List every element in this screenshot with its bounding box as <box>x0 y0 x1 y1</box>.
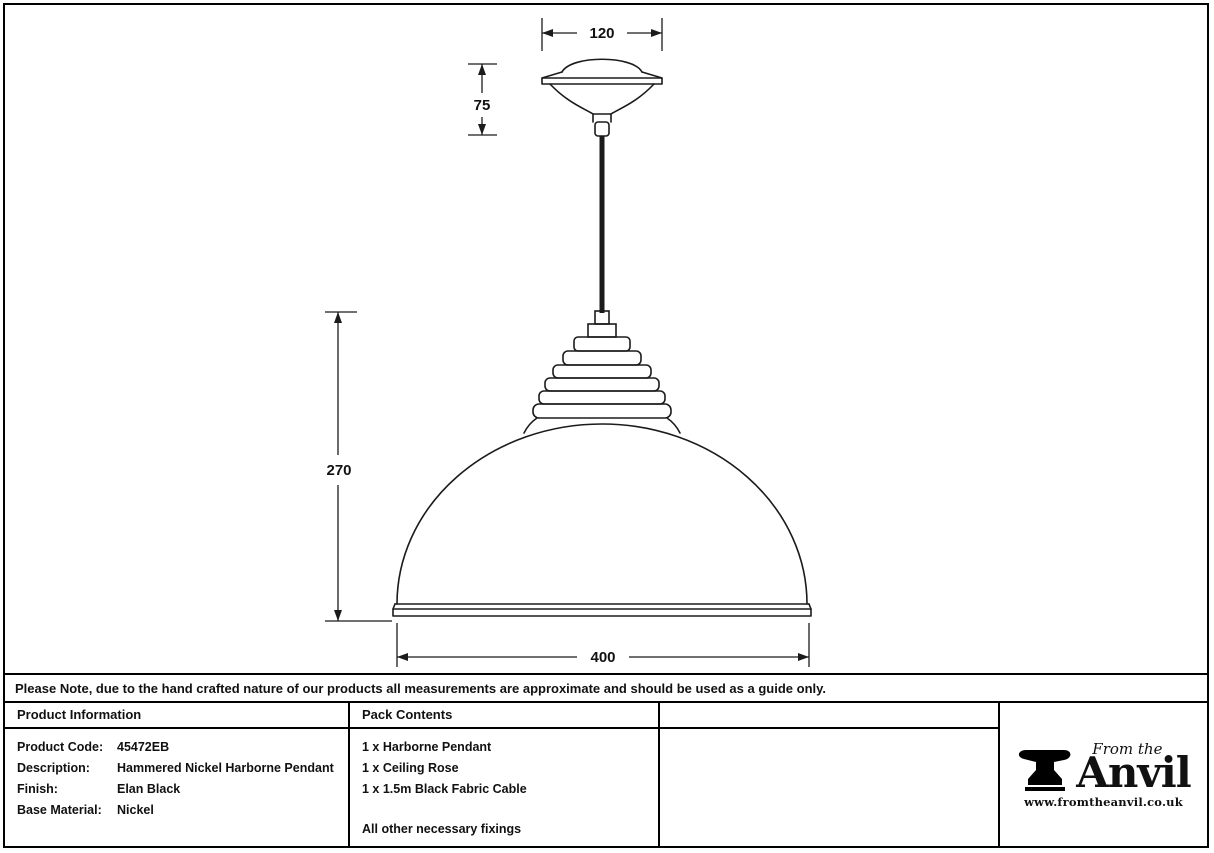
pack-item: 1 x Harborne Pendant <box>362 740 492 754</box>
technical-drawing: 120 75 270 <box>5 5 1207 673</box>
product-code-value: 45472EB <box>117 740 170 754</box>
measurement-note-text: Please Note, due to the hand crafted nat… <box>15 680 826 696</box>
product-info-header: Product Information <box>5 703 350 729</box>
dimension-rose-height-label: 75 <box>474 97 491 114</box>
brand-logo-cell: From the Anvil www.fromtheanvil.co.uk <box>1000 703 1207 846</box>
dimension-rose-height: 75 <box>468 63 497 136</box>
dimension-rose-width-label: 120 <box>589 25 614 42</box>
product-info-row: Description: Hammered Nickel Harborne Pe… <box>17 758 348 779</box>
empty-column-cell <box>660 729 1000 846</box>
product-info-row: Product Code: 45472EB <box>17 737 348 758</box>
description-value: Hammered Nickel Harborne Pendant <box>117 761 334 775</box>
base-material-value: Nickel <box>117 803 154 817</box>
pendant-drawing-svg: 120 75 270 <box>325 18 812 667</box>
description-label: Description: <box>17 761 90 775</box>
measurement-note-bar: Please Note, due to the hand crafted nat… <box>5 673 1207 703</box>
dimension-rose-width: 120 <box>541 18 663 51</box>
base-material-label: Base Material: <box>17 803 102 817</box>
brand-website: www.fromtheanvil.co.uk <box>1024 795 1183 810</box>
pack-item: 1 x 1.5m Black Fabric Cable <box>362 782 527 796</box>
brand-tagline: From the <box>1092 739 1163 758</box>
dimension-shade-height-label: 270 <box>326 462 351 479</box>
product-info-row: Finish: Elan Black <box>17 779 348 800</box>
pack-contents-body: 1 x Harborne Pendant 1 x Ceiling Rose 1 … <box>350 729 660 846</box>
dimension-shade-width-label: 400 <box>590 649 615 666</box>
ceiling-rose-drawing <box>541 58 663 137</box>
finish-value: Elan Black <box>117 782 181 796</box>
pack-footer: All other necessary fixings <box>362 822 522 836</box>
brand-logo: From the Anvil <box>1016 739 1192 797</box>
empty-column-header <box>660 703 1000 729</box>
pack-item: 1 x Ceiling Rose <box>362 761 459 775</box>
brand-logo-text: From the Anvil <box>1076 739 1191 797</box>
pendant-shade-drawing <box>392 310 812 617</box>
dimension-shade-width: 400 <box>396 623 810 667</box>
brand-name: Anvil <box>1076 747 1191 797</box>
spec-sheet-page: 120 75 270 <box>3 3 1209 848</box>
info-table: Product Information Pack Contents From t… <box>5 703 1207 846</box>
dimension-shade-height: 270 <box>325 311 392 622</box>
product-info-row: Base Material: Nickel <box>17 800 348 821</box>
product-info-body: Product Code: 45472EB Description: Hamme… <box>5 729 350 846</box>
pack-contents-header: Pack Contents <box>350 703 660 729</box>
anvil-logo-icon <box>1019 750 1071 792</box>
finish-label: Finish: <box>17 782 58 796</box>
product-code-label: Product Code: <box>17 740 104 754</box>
